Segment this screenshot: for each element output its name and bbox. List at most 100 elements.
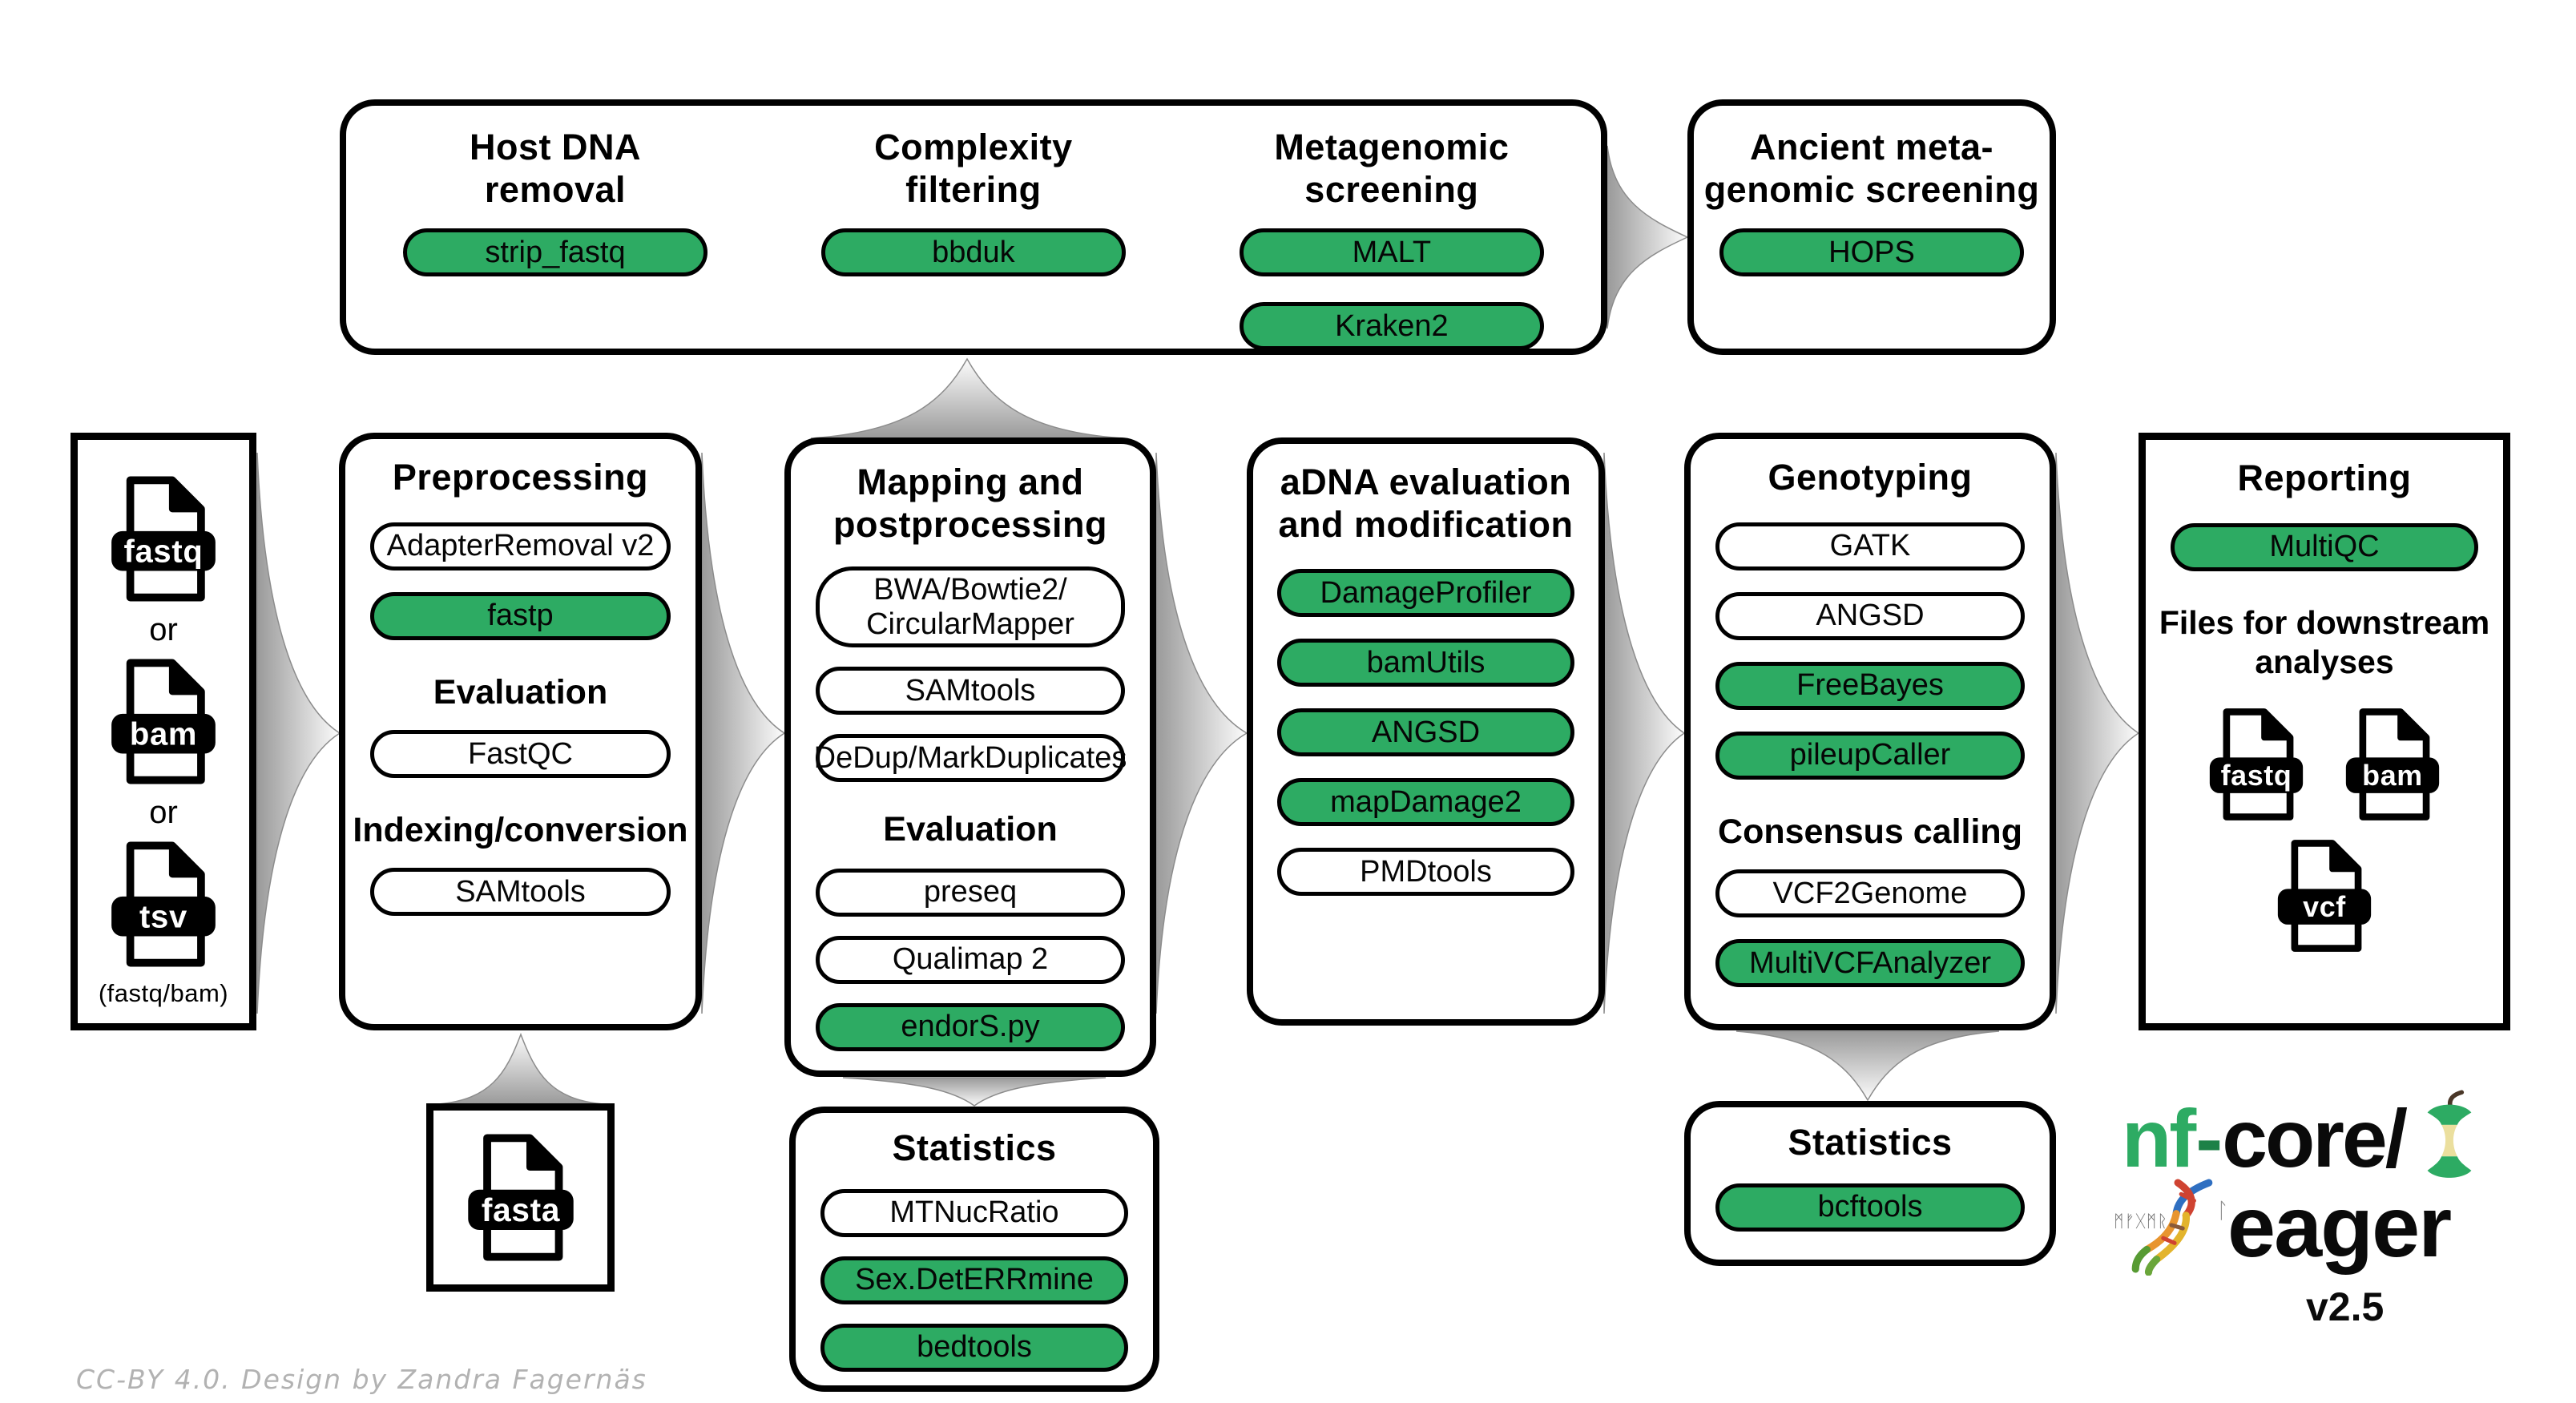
- screening-column-complexity-filtering: Complexity filtering bbduk: [764, 127, 1183, 277]
- ancient-screening-box: Ancient meta- genomic screening HOPS: [1687, 99, 2056, 355]
- pill-sex-deterrmine: Sex.DetERRmine: [820, 1256, 1128, 1304]
- pill-bamutils: bamUtils: [1277, 639, 1574, 687]
- connector-mapping-to-statistics: [842, 1077, 1107, 1107]
- connector-mapping-to-screening: [810, 357, 1124, 439]
- adna-evaluation-box: aDNA evaluation and modification DamageP…: [1247, 437, 1605, 1026]
- dna-helix-icon: ᛗᚠᚷᛗᚱ ᛚ: [2114, 1178, 2229, 1276]
- file-type-label: bam: [2362, 760, 2423, 792]
- pill-preseq: preseq: [816, 868, 1125, 917]
- screening-column-metagenomic-screening: Metagenomic screening MALT Kraken2: [1183, 127, 1601, 351]
- connector-preprocessing-to-mapping: [701, 452, 786, 1014]
- genotyping-box: Genotyping GATK ANGSD FreeBayes pileupCa…: [1684, 433, 2056, 1030]
- subheading-indexing-conversion: Indexing/conversion: [353, 810, 688, 849]
- fastq-file-icon: fastq: [111, 476, 216, 602]
- pill-angsd: ANGSD: [1277, 708, 1574, 757]
- runes-decoration: ᛗᚠᚷᛗᚱ: [2114, 1211, 2168, 1231]
- logo-dash: -: [2195, 1093, 2223, 1184]
- box-title: Statistics: [892, 1127, 1057, 1168]
- pill-pileupcaller: pileupCaller: [1715, 731, 2025, 780]
- pill-kraken2: Kraken2: [1239, 302, 1544, 351]
- nf-core-eager-logo: nf-core/: [2114, 1090, 2546, 1330]
- connector-metagenomic-to-ancient: [1606, 145, 1689, 329]
- pill-malt: MALT: [1239, 228, 1544, 277]
- downstream-icon-row: fastq bam: [2207, 706, 2442, 823]
- logo-core-text: core/: [2222, 1093, 2408, 1184]
- screening-column-host-dna-removal: Host DNA removal strip_fastq: [346, 127, 764, 277]
- pill-endors-py: endorS.py: [816, 1002, 1125, 1051]
- preprocessing-box: Preprocessing AdapterRemoval v2 fastp Ev…: [339, 433, 702, 1030]
- downstream-files-title: Files for downstream analyses: [2159, 603, 2490, 680]
- pill-mtnucratio: MTNucRatio: [820, 1188, 1128, 1237]
- connector-genotyping-to-reporting: [2055, 452, 2140, 1014]
- pill-mapdamage2: mapDamage2: [1277, 778, 1574, 827]
- logo-line-2: ᛗᚠᚷᛗᚱ ᛚ eager: [2114, 1178, 2546, 1276]
- rune-decoration: ᛚ: [2215, 1199, 2229, 1224]
- pill-vcf2genome: VCF2Genome: [1715, 869, 2025, 917]
- file-type-label: fastq: [2221, 760, 2292, 792]
- fasta-file-icon: fasta: [467, 1134, 574, 1261]
- connector-input-to-preprocessing: [256, 452, 341, 1014]
- fastq-file-icon: fastq: [2209, 708, 2304, 820]
- pill-freebayes: FreeBayes: [1715, 661, 2025, 710]
- connector-genotyping-to-statistics: [1735, 1030, 2000, 1102]
- box-title: Statistics: [1788, 1122, 1953, 1163]
- file-type-label: fastq: [123, 534, 203, 569]
- column-title: Host DNA removal: [469, 127, 641, 210]
- reporting-box: Reporting MultiQC Files for downstream a…: [2139, 433, 2510, 1030]
- pill-multiqc: MultiQC: [2171, 522, 2478, 571]
- subheading-evaluation: Evaluation: [433, 672, 608, 712]
- column-title: Metagenomic screening: [1274, 127, 1510, 210]
- screening-box: Host DNA removal strip_fastq Complexity …: [340, 99, 1607, 355]
- pill-fastqc: FastQC: [369, 729, 671, 778]
- pill-fastp: fastp: [369, 591, 671, 640]
- pill-pmdtools: PMDtools: [1277, 848, 1574, 897]
- statistics-genotyping-box: Statistics bcftools: [1684, 1101, 2056, 1266]
- input-format-note: (fastq/bam): [98, 979, 229, 1007]
- pill-hops: HOPS: [1719, 228, 2024, 277]
- pill-bedtools: bedtools: [820, 1323, 1128, 1372]
- logo-line-1: nf-core/: [2122, 1090, 2546, 1184]
- box-title: Ancient meta- genomic screening: [1703, 127, 2040, 210]
- input-files-box: fastq or bam or tsv (fastq/bam): [71, 433, 256, 1030]
- or-label: or: [149, 612, 178, 647]
- box-title: Preprocessing: [392, 457, 649, 498]
- pill-angsd: ANGSD: [1715, 591, 2025, 640]
- connector-adna-to-genotyping: [1603, 452, 1686, 1014]
- file-type-label: vcf: [2303, 891, 2346, 923]
- pill-gatk: GATK: [1715, 522, 2025, 570]
- column-title: Complexity filtering: [874, 127, 1073, 210]
- pill-samtools: SAMtools: [369, 868, 671, 917]
- pill-bwa-bowtie2-circularmapper: BWA/Bowtie2/ CircularMapper: [816, 566, 1125, 648]
- pill-samtools: SAMtools: [816, 667, 1125, 716]
- or-label: or: [149, 795, 178, 830]
- statistics-mapping-box: Statistics MTNucRatio Sex.DetERRmine bed…: [789, 1107, 1159, 1392]
- box-title: Reporting: [2237, 458, 2412, 498]
- subheading-evaluation: Evaluation: [883, 810, 1058, 849]
- pill-bbduk: bbduk: [820, 228, 1126, 277]
- box-title: aDNA evaluation and modification: [1278, 462, 1574, 545]
- logo-nf-text: nf: [2122, 1093, 2196, 1184]
- pill-damageprofiler: DamageProfiler: [1277, 569, 1574, 618]
- pill-adapterremoval-v2: AdapterRemoval v2: [369, 522, 671, 570]
- connector-fasta-to-preprocessing: [437, 1032, 604, 1105]
- logo-eager-text: eager: [2227, 1178, 2452, 1275]
- bam-file-icon: bam: [2345, 708, 2440, 820]
- box-title: Genotyping: [1768, 457, 1973, 498]
- reference-fasta-box: fasta: [426, 1103, 615, 1292]
- pill-multivcfanalyzer: MultiVCFAnalyzer: [1715, 938, 2025, 987]
- box-title: Mapping and postprocessing: [832, 462, 1108, 545]
- vcf-icon-wrap: vcf: [2275, 837, 2374, 958]
- subheading-consensus-calling: Consensus calling: [1718, 812, 2022, 851]
- pill-qualimap-2: Qualimap 2: [816, 935, 1125, 984]
- pill-strip-fastq: strip_fastq: [402, 228, 707, 277]
- pill-bcftools: bcftools: [1715, 1183, 2025, 1232]
- tsv-file-icon: tsv: [111, 841, 216, 967]
- file-type-label: fasta: [481, 1191, 559, 1228]
- mapping-postprocessing-box: Mapping and postprocessing BWA/Bowtie2/ …: [784, 437, 1156, 1077]
- pill-dedup-markduplicates: DeDup/MarkDuplicates: [814, 734, 1127, 783]
- file-type-label: bam: [130, 716, 197, 752]
- license-caption: CC-BY 4.0. Design by Zandra Fagernäs: [76, 1364, 647, 1395]
- apple-core-icon: [2427, 1090, 2472, 1178]
- logo-version: v2.5: [2306, 1284, 2385, 1329]
